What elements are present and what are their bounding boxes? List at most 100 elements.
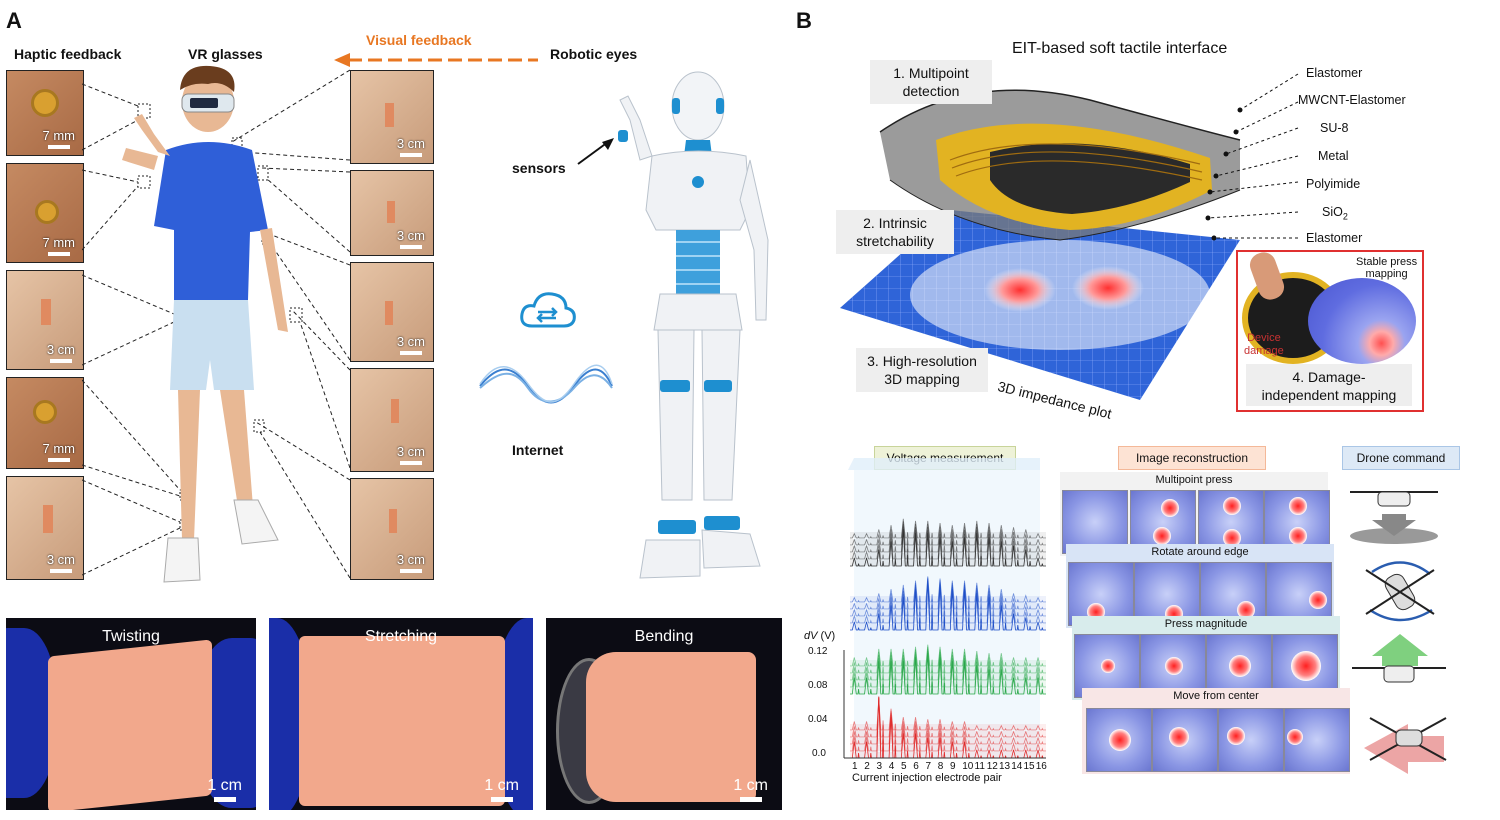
voltage-trace [850, 578, 1046, 617]
layer-elastomer-top: Elastomer [1306, 66, 1363, 80]
press-spot [1289, 497, 1307, 515]
step-3-line1: 3. High-resolution [867, 353, 977, 369]
x-tick: 8 [937, 761, 944, 772]
heatmap-mc-1 [1086, 708, 1152, 772]
rotate-edge-label: Rotate around edge [1151, 546, 1249, 558]
y-axis-label-unit: (V) [820, 630, 836, 642]
right-photo-4: 3 cm [350, 368, 434, 472]
step-2-line2: stretchability [856, 233, 934, 249]
trace-band [850, 688, 1046, 694]
press-spot [1153, 527, 1171, 545]
right-photo-5: 3 cm [350, 478, 434, 580]
voltage-trace [850, 652, 1046, 695]
layer-mwcnt: MWCNT-Elastomer [1298, 93, 1406, 107]
haptic-actuator-icon [35, 200, 59, 224]
layer-elastomer-bottom: Elastomer [1306, 231, 1363, 245]
left-photo-2: 7 mm [6, 163, 84, 263]
press-spot [1291, 651, 1321, 681]
x-axis-label: Current injection electrode pair [852, 772, 1002, 784]
layer-sio2-subscript: 2 [1342, 211, 1348, 222]
voltage-trace [850, 529, 1046, 567]
trace-band [850, 624, 1046, 630]
press-spot [1169, 727, 1189, 747]
heatmap-mc-4 [1284, 708, 1350, 772]
stable-map-image [1308, 278, 1416, 364]
robotic-eyes-heading: Robotic eyes [550, 46, 638, 62]
x-tick: 1 [852, 761, 858, 772]
sensor-strip-icon [391, 399, 399, 423]
vr-glasses-heading: VR glasses [188, 46, 263, 62]
voltage-trace [850, 696, 1046, 752]
stretching-photo: Stretching 1 cm [269, 618, 533, 810]
stretching-pad [299, 636, 505, 806]
trace-band [850, 603, 1046, 609]
image-reconstruction-tag: Image reconstruction [1118, 446, 1266, 470]
x-tick: 2 [864, 761, 870, 772]
right-scale-1: 3 cm [396, 136, 425, 151]
press-spot [1227, 727, 1245, 745]
heatmap-mp-3 [1198, 490, 1264, 554]
trace-band [850, 532, 1046, 538]
voltage-trace [850, 518, 1046, 539]
heatmap-pm-1 [1074, 634, 1140, 698]
haptic-feedback-heading: Haptic feedback [14, 46, 122, 62]
right-scale-5: 3 cm [396, 552, 425, 567]
press-spot [1309, 591, 1327, 609]
trace-band [850, 546, 1046, 552]
layer-sio2: SiO2 [1322, 205, 1348, 222]
voltage-trace [850, 650, 1046, 688]
left-scale-4: 7 mm [42, 441, 76, 456]
layer-leader-lines [1205, 73, 1299, 241]
layer-su8: SU-8 [1320, 121, 1349, 135]
bending-photo: Bending 1 cm [546, 618, 782, 810]
haptic-actuator-icon [33, 400, 57, 424]
panel-b-letter: B [796, 8, 812, 33]
visual-feedback-arrow [334, 53, 538, 67]
device-damage-line2: damage [1244, 345, 1284, 357]
multipoint-press-label: Multipoint press [1155, 474, 1233, 486]
trace-band [850, 752, 1046, 758]
stretching-scale: 1 cm [484, 777, 519, 794]
sensor-strip-icon [387, 201, 395, 223]
y-tick-3: 0.12 [808, 646, 828, 657]
heatmap-pm-3 [1206, 634, 1272, 698]
press-spot [1237, 601, 1255, 619]
right-scale-3: 3 cm [396, 334, 425, 349]
voltage-trace [850, 580, 1046, 631]
left-photo-4: 7 mm [6, 377, 84, 469]
panel-a-letter: A [6, 8, 22, 33]
twisting-scale: 1 cm [207, 777, 242, 794]
voltage-series-group [850, 518, 1046, 759]
x-tick: 16 [1035, 761, 1047, 772]
cloud-sync-icon [520, 292, 576, 328]
stretching-label: Stretching [364, 628, 438, 645]
stable-press-line1: Stable press [1356, 256, 1418, 268]
press-spot [1289, 527, 1307, 545]
step-2-line1: 2. Intrinsic [863, 215, 927, 231]
trace-band [850, 667, 1046, 673]
sensor-strip-icon [385, 103, 394, 127]
sensor-strip-icon [41, 299, 51, 325]
left-scale-3: 3 cm [46, 342, 75, 357]
left-photo-3: 3 cm [6, 270, 84, 370]
voltage-trace [850, 697, 1046, 738]
right-photo-2: 3 cm [350, 170, 434, 256]
heatmap-re-4 [1266, 562, 1332, 626]
heatmap-mc-3 [1218, 708, 1284, 772]
trace-band [850, 553, 1046, 559]
trace-band [850, 539, 1046, 545]
bending-scale: 1 cm [733, 777, 768, 794]
haptic-actuator-icon [31, 89, 59, 117]
signal-wave-icon [479, 364, 613, 404]
drone-icon-descend [1350, 491, 1438, 544]
press-spot [1287, 729, 1303, 745]
drone-icon-ascend [1352, 634, 1446, 683]
trace-band [850, 724, 1046, 730]
y-tick-0: 0.0 [812, 748, 826, 759]
y-axis-label: dV (V) [804, 630, 835, 642]
x-tick: 6 [913, 761, 919, 772]
drone-icon-rotate [1365, 561, 1435, 622]
step-1-line1: 1. Multipoint [893, 65, 969, 81]
left-scale-1: 7 mm [42, 128, 76, 143]
voltage-trace [850, 526, 1046, 560]
